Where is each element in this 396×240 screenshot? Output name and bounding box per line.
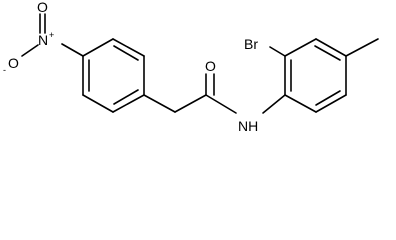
bond [112, 38, 145, 57]
double-bond-inner [113, 89, 139, 105]
acetamide-linker: O NH [143, 58, 286, 134]
bond [143, 94, 176, 113]
structure-canvas: O N + O - O NH Br [3, 0, 379, 134]
nitro-o-left-label: O [8, 55, 19, 71]
chemical-structure: O N + O - O NH Br [3, 0, 379, 134]
nitrophenyl-ring [82, 38, 145, 113]
bromomethylphenyl-ring [284, 38, 347, 113]
double-bond-inner [314, 45, 341, 61]
bond [112, 94, 145, 113]
bromine-substituent: Br [244, 36, 286, 57]
nitro-n-label: N [38, 32, 48, 48]
bond [82, 94, 114, 113]
bond [315, 38, 347, 57]
methyl-substituent [345, 38, 379, 57]
double-bond-inner [315, 90, 341, 106]
nitro-o-top-label: O [37, 0, 48, 15]
bond [284, 38, 317, 57]
double-bond-inner [113, 45, 139, 61]
bromine-label: Br [244, 36, 258, 52]
bond [21, 44, 39, 57]
carbonyl-o-label: O [205, 58, 216, 74]
bond [174, 94, 207, 113]
bond [269, 46, 286, 57]
nitro-group: O N + O - [3, 0, 84, 75]
bond [205, 94, 237, 114]
nitro-n-charge: + [49, 30, 54, 40]
bond [284, 94, 317, 113]
amide-nh-label: NH [238, 118, 258, 134]
bond [315, 94, 347, 113]
bond [262, 94, 286, 114]
nitro-o-left-charge: - [3, 65, 6, 75]
bond [61, 43, 84, 57]
bond [345, 38, 379, 57]
bond [82, 38, 114, 57]
